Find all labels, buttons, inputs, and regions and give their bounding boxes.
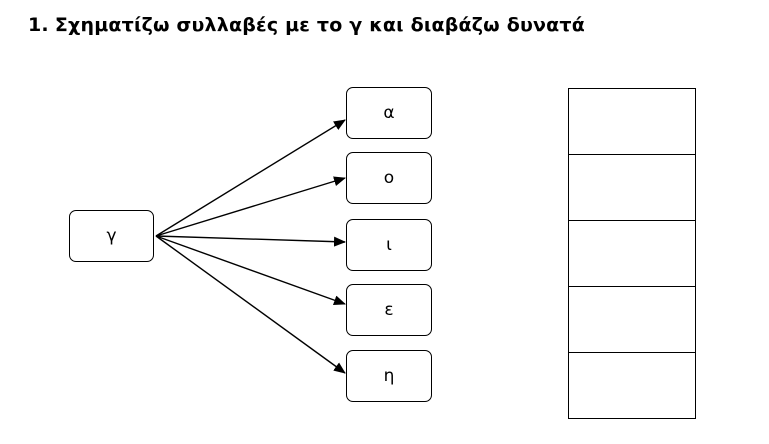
vowel-box-3: ι — [346, 219, 432, 271]
arrow-2 — [155, 176, 346, 237]
vowel-letter: α — [383, 103, 395, 123]
arrow-4 — [155, 235, 346, 305]
vowel-box-2: ο — [346, 152, 432, 204]
exercise-title: 1.Σχηματίζω συλλαβές με το γ και διαβάζω… — [28, 14, 585, 36]
vowel-box-1: α — [346, 87, 432, 139]
vowel-letter: ι — [386, 235, 392, 255]
arrow-1 — [155, 119, 346, 237]
answer-cell-5[interactable] — [569, 353, 695, 418]
arrow-3 — [155, 235, 346, 247]
exercise-number: 1. — [28, 14, 49, 36]
vowel-letter: ε — [384, 300, 394, 320]
source-letter-box: γ — [69, 210, 154, 262]
answer-cell-2[interactable] — [569, 155, 695, 221]
exercise-instruction: Σχηματίζω συλλαβές με το γ και διαβάζω δ… — [54, 14, 585, 36]
source-letter: γ — [106, 226, 117, 246]
vowel-letter: η — [383, 366, 395, 386]
vowel-letter: ο — [383, 168, 395, 188]
answer-cell-4[interactable] — [569, 287, 695, 353]
vowel-box-5: η — [346, 350, 432, 402]
answer-grid — [568, 88, 696, 419]
answer-cell-3[interactable] — [569, 221, 695, 287]
arrow-5 — [155, 235, 346, 374]
vowel-box-4: ε — [346, 284, 432, 336]
answer-cell-1[interactable] — [569, 89, 695, 155]
